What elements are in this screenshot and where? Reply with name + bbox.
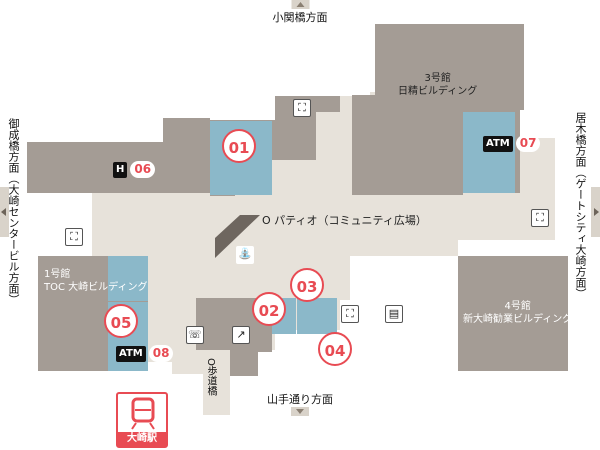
marker-04[interactable]: 04 [318,332,352,366]
building-3-label: 3号館 日精ビルディング [398,72,477,98]
building-4 [458,256,568,371]
marker-07[interactable]: ATM 07 [483,135,541,152]
direction-left: 御成橋方面（大崎センタービル方面） [7,118,20,305]
marker-02[interactable]: 02 [252,292,286,326]
building-hotel-upper [163,118,210,142]
shop-05 [108,256,148,301]
building-1-subname: TOC 大崎ビルディング [44,282,148,293]
escalator-icon: ↗ [232,326,250,344]
fountain-icon: ⛲ [236,246,254,264]
stairs-icon: ⛶ [531,209,549,227]
direction-top[interactable]: 小関橋方面 [273,0,328,25]
arrow-left-icon[interactable] [0,187,9,237]
atm-icon: ATM [116,345,146,362]
building-4-label: 4号館 新大崎勧業ビルディング [463,300,572,326]
building-1-name: 1号館 [44,269,71,280]
telephone-icon: ☏ [186,326,204,344]
marker-05[interactable]: 05 [104,304,138,338]
building-1-label: 1号館 TOC 大崎ビルディング [44,268,147,294]
marker-07-number: 07 [515,135,541,152]
atm-icon: ATM [483,135,513,152]
building-3-subname: 日精ビルディング [398,86,478,97]
direction-bottom-label: 山手通り方面 [267,393,333,406]
marker-08[interactable]: ATM 08 [116,345,174,362]
marker-06-number: 06 [130,161,156,178]
shop-03b [297,298,317,334]
direction-bottom[interactable]: 山手通り方面 [267,391,333,416]
walkway-path [203,350,230,415]
train-icon [131,397,155,430]
marker-03[interactable]: 03 [290,268,324,302]
arrow-right-icon[interactable] [591,187,600,237]
shop-07 [463,112,515,193]
shop-03c [317,298,337,334]
hotel-icon: H [113,161,128,178]
marker-08-number: 08 [148,345,174,362]
stairs-icon: ⛶ [341,305,359,323]
elevator-icon: ▤ [385,305,403,323]
arrow-down-icon [291,407,309,416]
osaki-station[interactable]: 大崎駅 [116,392,168,448]
station-label: 大崎駅 [118,432,166,446]
marker-06[interactable]: H 06 [113,161,156,178]
building-3-name: 3号館 [424,73,451,84]
stairs-icon: ⛶ [293,99,311,117]
stairs-icon: ⛶ [65,228,83,246]
walkway-label: O歩道橋 [205,358,216,396]
building-4-name: 4号館 [504,301,531,312]
arrow-up-icon [291,0,309,9]
patio-label: O パティオ（コミュニティ広場） [262,214,427,227]
patio-triangle [215,215,260,258]
marker-01[interactable]: 01 [222,129,256,163]
building-4-subname: 新大崎勧業ビルディング [463,314,573,325]
direction-right: 居木橋方面（ゲートシティ大崎方面） [574,112,587,299]
direction-top-label: 小関橋方面 [272,11,328,24]
